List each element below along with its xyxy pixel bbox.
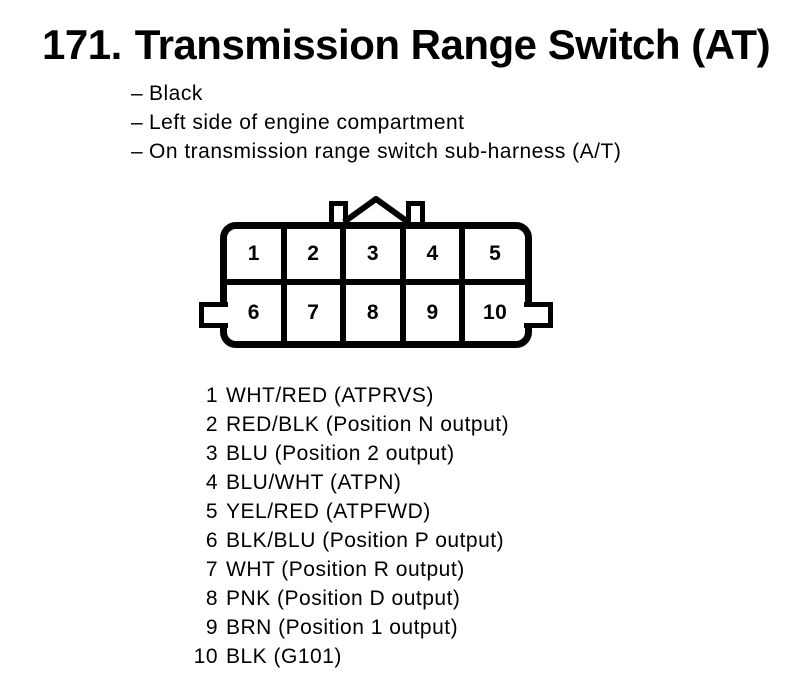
note-dash: – xyxy=(131,140,144,163)
pin-label: BLU/WHT (ATPN) xyxy=(226,471,402,494)
pin-cell-6: 6 xyxy=(227,285,287,341)
pin-cell-4: 4 xyxy=(405,229,466,285)
connector-body: 1 2 3 4 5 6 7 8 9 10 xyxy=(220,222,532,348)
pinout-row: 10 BLK (G101) xyxy=(188,642,509,671)
pin-number: 4 xyxy=(205,471,218,494)
pinout-row: 7 WHT (Position R output) xyxy=(188,555,509,584)
note-text: On transmission range switch sub-harness… xyxy=(149,140,622,163)
pinout-row: 8 PNK (Position D output) xyxy=(188,584,509,613)
pin-number: 6 xyxy=(205,529,218,552)
pinout-row: 1 WHT/RED (ATPRVS) xyxy=(188,381,509,410)
pin-cell-10: 10 xyxy=(483,301,508,324)
top-tab-right xyxy=(406,201,425,222)
pin-label: PNK (Position D output) xyxy=(226,587,461,610)
pin-label: WHT/RED (ATPRVS) xyxy=(226,384,434,407)
latch-peak-icon xyxy=(342,196,410,223)
pin-number: 9 xyxy=(205,616,218,639)
pin-label: BLU (Position 2 output) xyxy=(226,442,455,465)
side-tab-left xyxy=(199,302,228,328)
pinout-row: 5 YEL/RED (ATPFWD) xyxy=(188,497,509,526)
pin-number: 5 xyxy=(205,500,218,523)
pin-label: BRN (Position 1 output) xyxy=(226,616,459,639)
pin-label: YEL/RED (ATPFWD) xyxy=(226,500,431,523)
note-line: – Left side of engine compartment xyxy=(131,108,621,137)
pin-number: 8 xyxy=(205,587,218,610)
page-title: 171. Transmission Range Switch (AT) xyxy=(42,21,771,68)
connector-notes: – Black – Left side of engine compartmen… xyxy=(131,79,621,166)
pin-label: WHT (Position R output) xyxy=(226,558,465,581)
pin-number: 2 xyxy=(205,413,218,436)
pinout-row: 9 BRN (Position 1 output) xyxy=(188,613,509,642)
note-dash: – xyxy=(131,82,144,105)
pin-number: 7 xyxy=(205,558,218,581)
note-line: – Black xyxy=(131,79,621,108)
pinout-row: 3 BLU (Position 2 output) xyxy=(188,439,509,468)
pin-cell-5: 5 xyxy=(465,229,525,285)
pinout-row: 4 BLU/WHT (ATPN) xyxy=(188,468,509,497)
title-text: Transmission Range Switch (AT) xyxy=(134,21,771,68)
pinout-list: 1 WHT/RED (ATPRVS) 2 RED/BLK (Position N… xyxy=(188,381,509,671)
pin-label: BLK/BLU (Position P output) xyxy=(226,529,505,552)
pin-cell-9: 9 xyxy=(406,285,466,341)
pin-cell-7: 7 xyxy=(287,285,347,341)
pin-label: RED/BLK (Position N output) xyxy=(226,413,510,436)
pin-number: 3 xyxy=(205,442,218,465)
pin-label: BLK (G101) xyxy=(226,645,342,668)
pinout-row: 6 BLK/BLU (Position P output) xyxy=(188,526,509,555)
pin-cell-2: 2 xyxy=(286,229,347,285)
side-tab-right xyxy=(524,302,553,328)
pinout-row: 2 RED/BLK (Position N output) xyxy=(188,410,509,439)
pin-cell-1: 1 xyxy=(227,229,287,285)
note-text: Black xyxy=(149,82,203,105)
note-text: Left side of engine compartment xyxy=(149,111,465,134)
pin-cell-8: 8 xyxy=(346,285,406,341)
top-tab-left xyxy=(329,201,348,222)
note-dash: – xyxy=(131,111,144,134)
pin-number: 10 xyxy=(193,645,218,668)
item-number: 171. xyxy=(42,21,122,68)
note-line: – On transmission range switch sub-harne… xyxy=(131,137,621,166)
pin-number: 1 xyxy=(205,384,218,407)
pin-cell-3: 3 xyxy=(346,229,406,285)
